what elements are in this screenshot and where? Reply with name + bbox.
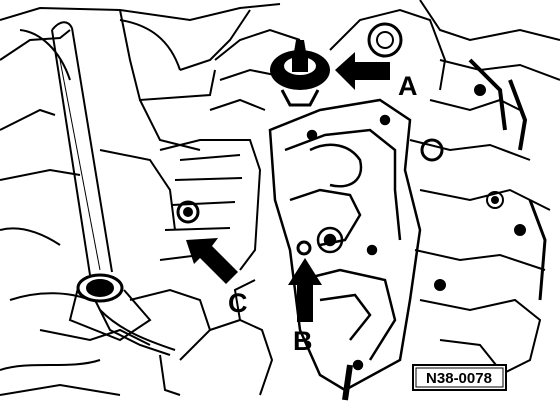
callout-a: A bbox=[398, 71, 418, 101]
intermediate-plate bbox=[268, 98, 422, 401]
figure-reference: N38-0078 bbox=[426, 370, 492, 387]
valve-body-cover bbox=[329, 0, 560, 381]
callout-c: C bbox=[228, 288, 248, 318]
arrow-c bbox=[186, 238, 238, 284]
figure-reference-box bbox=[412, 364, 507, 391]
selector-shaft bbox=[51, 21, 152, 342]
lever-bracket bbox=[94, 279, 274, 396]
callout-b: B bbox=[293, 326, 313, 356]
arrow-a bbox=[335, 52, 390, 90]
arrow-b bbox=[288, 258, 322, 322]
solenoid-connector bbox=[270, 40, 330, 107]
gearbox-housing bbox=[0, 3, 281, 396]
